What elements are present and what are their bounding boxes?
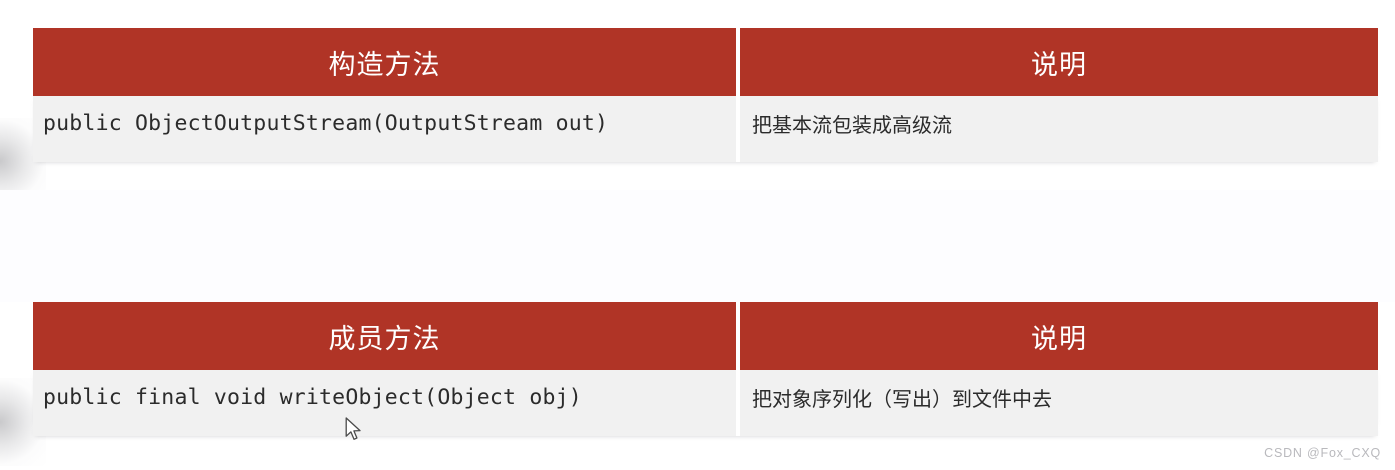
inter-table-spacer (0, 190, 1395, 302)
table-header-cell-description: 说明 (740, 302, 1378, 370)
column-divider (736, 96, 740, 150)
column-divider (736, 150, 740, 162)
member-method-table: 成员方法 说明 public final void writeObject(Ob… (33, 302, 1378, 436)
table-header-cell-method: 成员方法 (33, 302, 736, 370)
column-divider (736, 302, 740, 370)
table-cell-description: 把基本流包装成高级流 (740, 96, 1378, 150)
table-row[interactable]: public final void writeObject(Object obj… (33, 370, 1378, 424)
column-divider (736, 370, 740, 424)
table-header-row: 成员方法 说明 (33, 302, 1378, 370)
table-row-empty (33, 150, 1378, 162)
table-row[interactable]: public ObjectOutputStream(OutputStream o… (33, 96, 1378, 150)
table-cell-empty-description (740, 150, 1378, 162)
constructor-table: 构造方法 说明 public ObjectOutputStream(Output… (33, 28, 1378, 162)
table-header-row: 构造方法 说明 (33, 28, 1378, 96)
table-cell-empty-method (33, 150, 736, 162)
table-header-cell-description: 说明 (740, 28, 1378, 96)
table-cell-empty-method (33, 424, 736, 436)
column-divider (736, 28, 740, 96)
table-header-cell-method: 构造方法 (33, 28, 736, 96)
table-cell-method: public ObjectOutputStream(OutputStream o… (33, 96, 736, 150)
table-cell-method: public final void writeObject(Object obj… (33, 370, 736, 424)
csdn-watermark: CSDN @Fox_CXQ (1264, 446, 1381, 460)
table-cell-empty-description (740, 424, 1378, 436)
table-cell-description: 把对象序列化（写出）到文件中去 (740, 370, 1378, 424)
table-row-empty (33, 424, 1378, 436)
column-divider (736, 424, 740, 436)
